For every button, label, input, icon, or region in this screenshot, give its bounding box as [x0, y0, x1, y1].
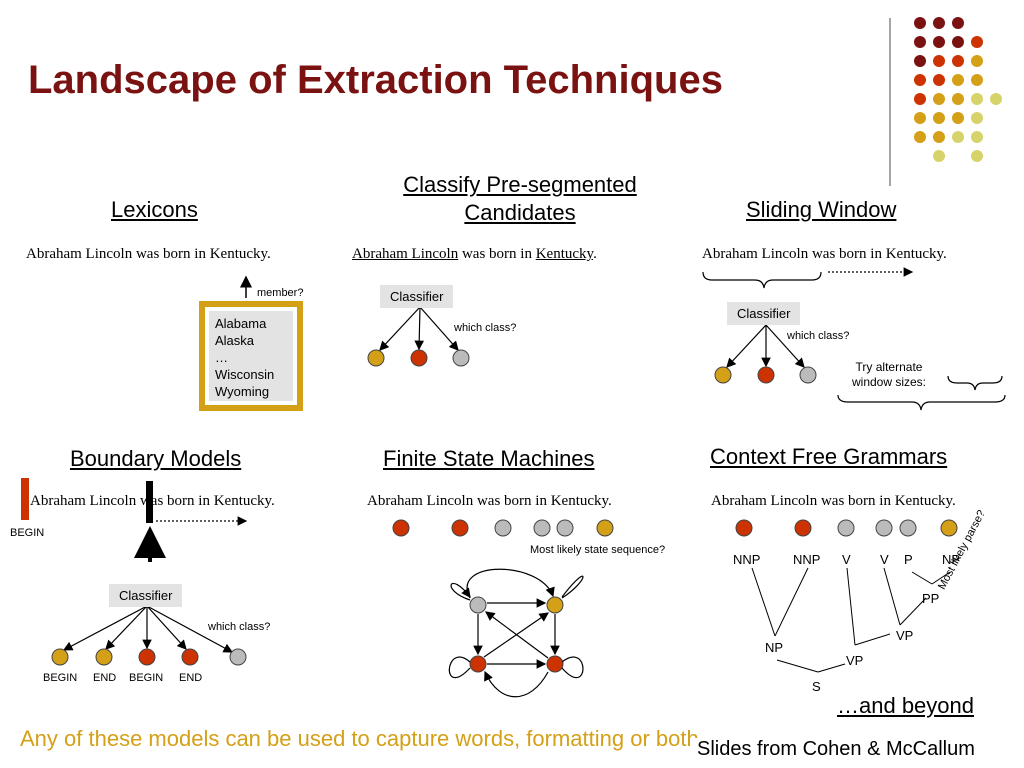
classifier-box: Classifier — [380, 285, 454, 308]
which-class-label: which class? — [208, 621, 271, 633]
fsm-sentence: Abraham Lincoln was born in Kentucky. — [367, 493, 612, 509]
which-class-label: which class? — [787, 330, 850, 342]
page-title: Landscape of Extraction Techniques — [28, 58, 723, 102]
heading-classify-line2: Candidates — [464, 200, 576, 225]
try-alternate-label: Try alternate window sizes: — [838, 360, 940, 390]
cfg-tag-p: P — [904, 552, 913, 567]
sliding-window-graphics — [702, 267, 1006, 411]
try-alternate-line2: window sizes: — [851, 375, 927, 389]
lexicon-entry: Alaska — [215, 333, 255, 348]
segment-abraham-lincoln: Abraham Lincoln — [352, 246, 459, 262]
cfg-node-pp: PP — [922, 591, 940, 606]
heading-classify: Classify Pre-segmented Candidates — [384, 171, 656, 227]
dot-logo — [914, 17, 1002, 162]
which-class-label: which class? — [454, 322, 517, 334]
heading-finite-state-machines: Finite State Machines — [383, 446, 595, 471]
classifier-box: Classifier — [727, 302, 801, 325]
cfg-tag-np: NP — [942, 552, 961, 567]
heading-boundary-models: Boundary Models — [70, 446, 242, 471]
boundary-cursor-bar — [146, 481, 153, 523]
cfg-node-s: S — [812, 679, 821, 694]
begin-marker-bar — [21, 478, 29, 520]
cfg-node-vp: VP — [846, 653, 864, 668]
lexicon-list: Alabama Alaska … Wisconsin Wyoming — [209, 311, 293, 401]
sentence-middle: was born in — [458, 246, 536, 262]
node-label-end: END — [93, 672, 117, 684]
sentence-end: . — [593, 246, 597, 262]
segment-kentucky: Kentucky — [535, 246, 594, 262]
boundary-sentence: Abraham Lincoln was born in Kentucky. — [30, 493, 275, 509]
classifier-box: Classifier — [109, 584, 183, 607]
classify-sentence: Abraham Lincoln was born in Kentucky. — [352, 246, 597, 263]
node-label-begin: BEGIN — [129, 672, 164, 684]
lexicons-sentence: Abraham Lincoln was born in Kentucky. — [26, 246, 271, 262]
lexicon-box: Alabama Alaska … Wisconsin Wyoming — [199, 301, 303, 411]
boundary-graphics — [21, 478, 248, 666]
heading-lexicons: Lexicons — [111, 197, 198, 222]
node-label-end: END — [179, 672, 203, 684]
lexicon-entry: … — [215, 350, 228, 365]
cfg-node-np: NP — [765, 640, 784, 655]
cfg-node-vp: VP — [896, 628, 914, 643]
classify-tree — [367, 306, 470, 367]
heading-sliding-window: Sliding Window — [746, 197, 897, 222]
credit-label: Slides from Cohen & McCallum — [695, 738, 975, 761]
cfg-tag-nnp: NNP — [793, 552, 821, 567]
lexicon-entry: Wyoming — [215, 384, 270, 399]
heading-classify-line1: Classify Pre-segmented — [403, 172, 637, 197]
member-label: member? — [257, 287, 304, 299]
node-label-begin: BEGIN — [43, 672, 78, 684]
cfg-tag-v: V — [842, 552, 851, 567]
try-alternate-line1: Try alternate — [855, 360, 923, 374]
cfg-graphics — [735, 519, 958, 673]
begin-marker-label: BEGIN — [10, 527, 45, 539]
cfg-tag-nnp: NNP — [733, 552, 761, 567]
sliding-sentence: Abraham Lincoln was born in Kentucky. — [702, 246, 947, 262]
lexicon-entry: Alabama — [215, 316, 267, 331]
cfg-tag-v: V — [880, 552, 889, 567]
most-likely-sequence-label: Most likely state sequence? — [530, 544, 666, 556]
heading-context-free-grammars: Context Free Grammars — [710, 444, 948, 469]
and-beyond-label: …and beyond — [837, 693, 974, 718]
fsm-graphics — [392, 519, 614, 698]
lexicon-entry: Wisconsin — [215, 367, 275, 382]
cfg-sentence: Abraham Lincoln was born in Kentucky. — [711, 493, 956, 509]
bottom-note: Any of these models can be used to captu… — [20, 726, 705, 751]
